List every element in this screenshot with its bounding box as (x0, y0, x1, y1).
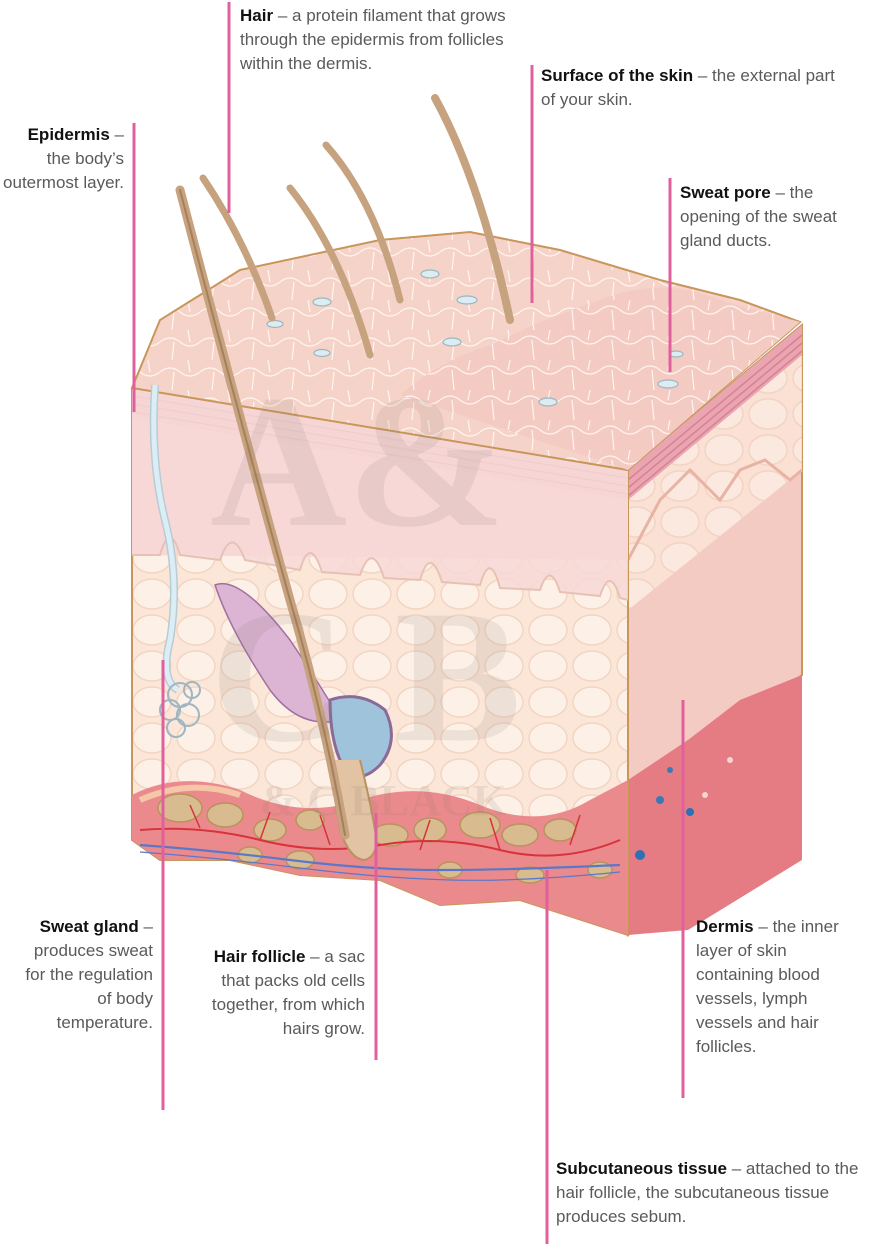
label-sweat-pore: Sweat pore – the opening of the sweat gl… (680, 181, 860, 253)
label-sweat-gland-desc: produces sweat for the regulation of bod… (25, 941, 153, 1032)
dash: – (278, 6, 287, 25)
label-surface-term: Surface of the skin (541, 66, 693, 85)
dash: – (115, 125, 124, 144)
dash: – (144, 917, 153, 936)
label-surface: Surface of the skin – the external part … (541, 64, 841, 112)
label-hair-term: Hair (240, 6, 273, 25)
label-dermis-term: Dermis (696, 917, 754, 936)
label-dermis: Dermis – the inner layer of skin contain… (696, 915, 856, 1059)
label-epidermis-term: Epidermis (28, 125, 110, 144)
dash: – (758, 917, 767, 936)
label-epidermis: Epidermis – the body’s outermost layer. (0, 123, 124, 195)
svg-text:& C BLACK: & C BLACK (260, 776, 507, 825)
svg-text:C B: C B (210, 572, 521, 782)
dash: – (775, 183, 784, 202)
label-subcutaneous: Subcutaneous tissue – attached to the ha… (556, 1157, 884, 1229)
label-dermis-desc: the inner layer of skin containing blood… (696, 917, 839, 1056)
dash: – (732, 1159, 741, 1178)
label-hair-follicle: Hair follicle – a sac that packs old cel… (205, 945, 365, 1041)
label-subcutaneous-term: Subcutaneous tissue (556, 1159, 727, 1178)
label-sweat-gland: Sweat gland – produces sweat for the reg… (14, 915, 153, 1035)
watermark: A& C B & C BLACK (210, 357, 521, 825)
label-sweat-pore-term: Sweat pore (680, 183, 771, 202)
label-hair: Hair – a protein filament that grows thr… (240, 4, 520, 76)
label-epidermis-desc: the body’s outermost layer. (3, 149, 124, 192)
dash: – (698, 66, 707, 85)
label-hair-follicle-term: Hair follicle (214, 947, 306, 966)
label-sweat-gland-term: Sweat gland (40, 917, 139, 936)
dash: – (310, 947, 319, 966)
svg-text:A&: A& (210, 357, 505, 567)
